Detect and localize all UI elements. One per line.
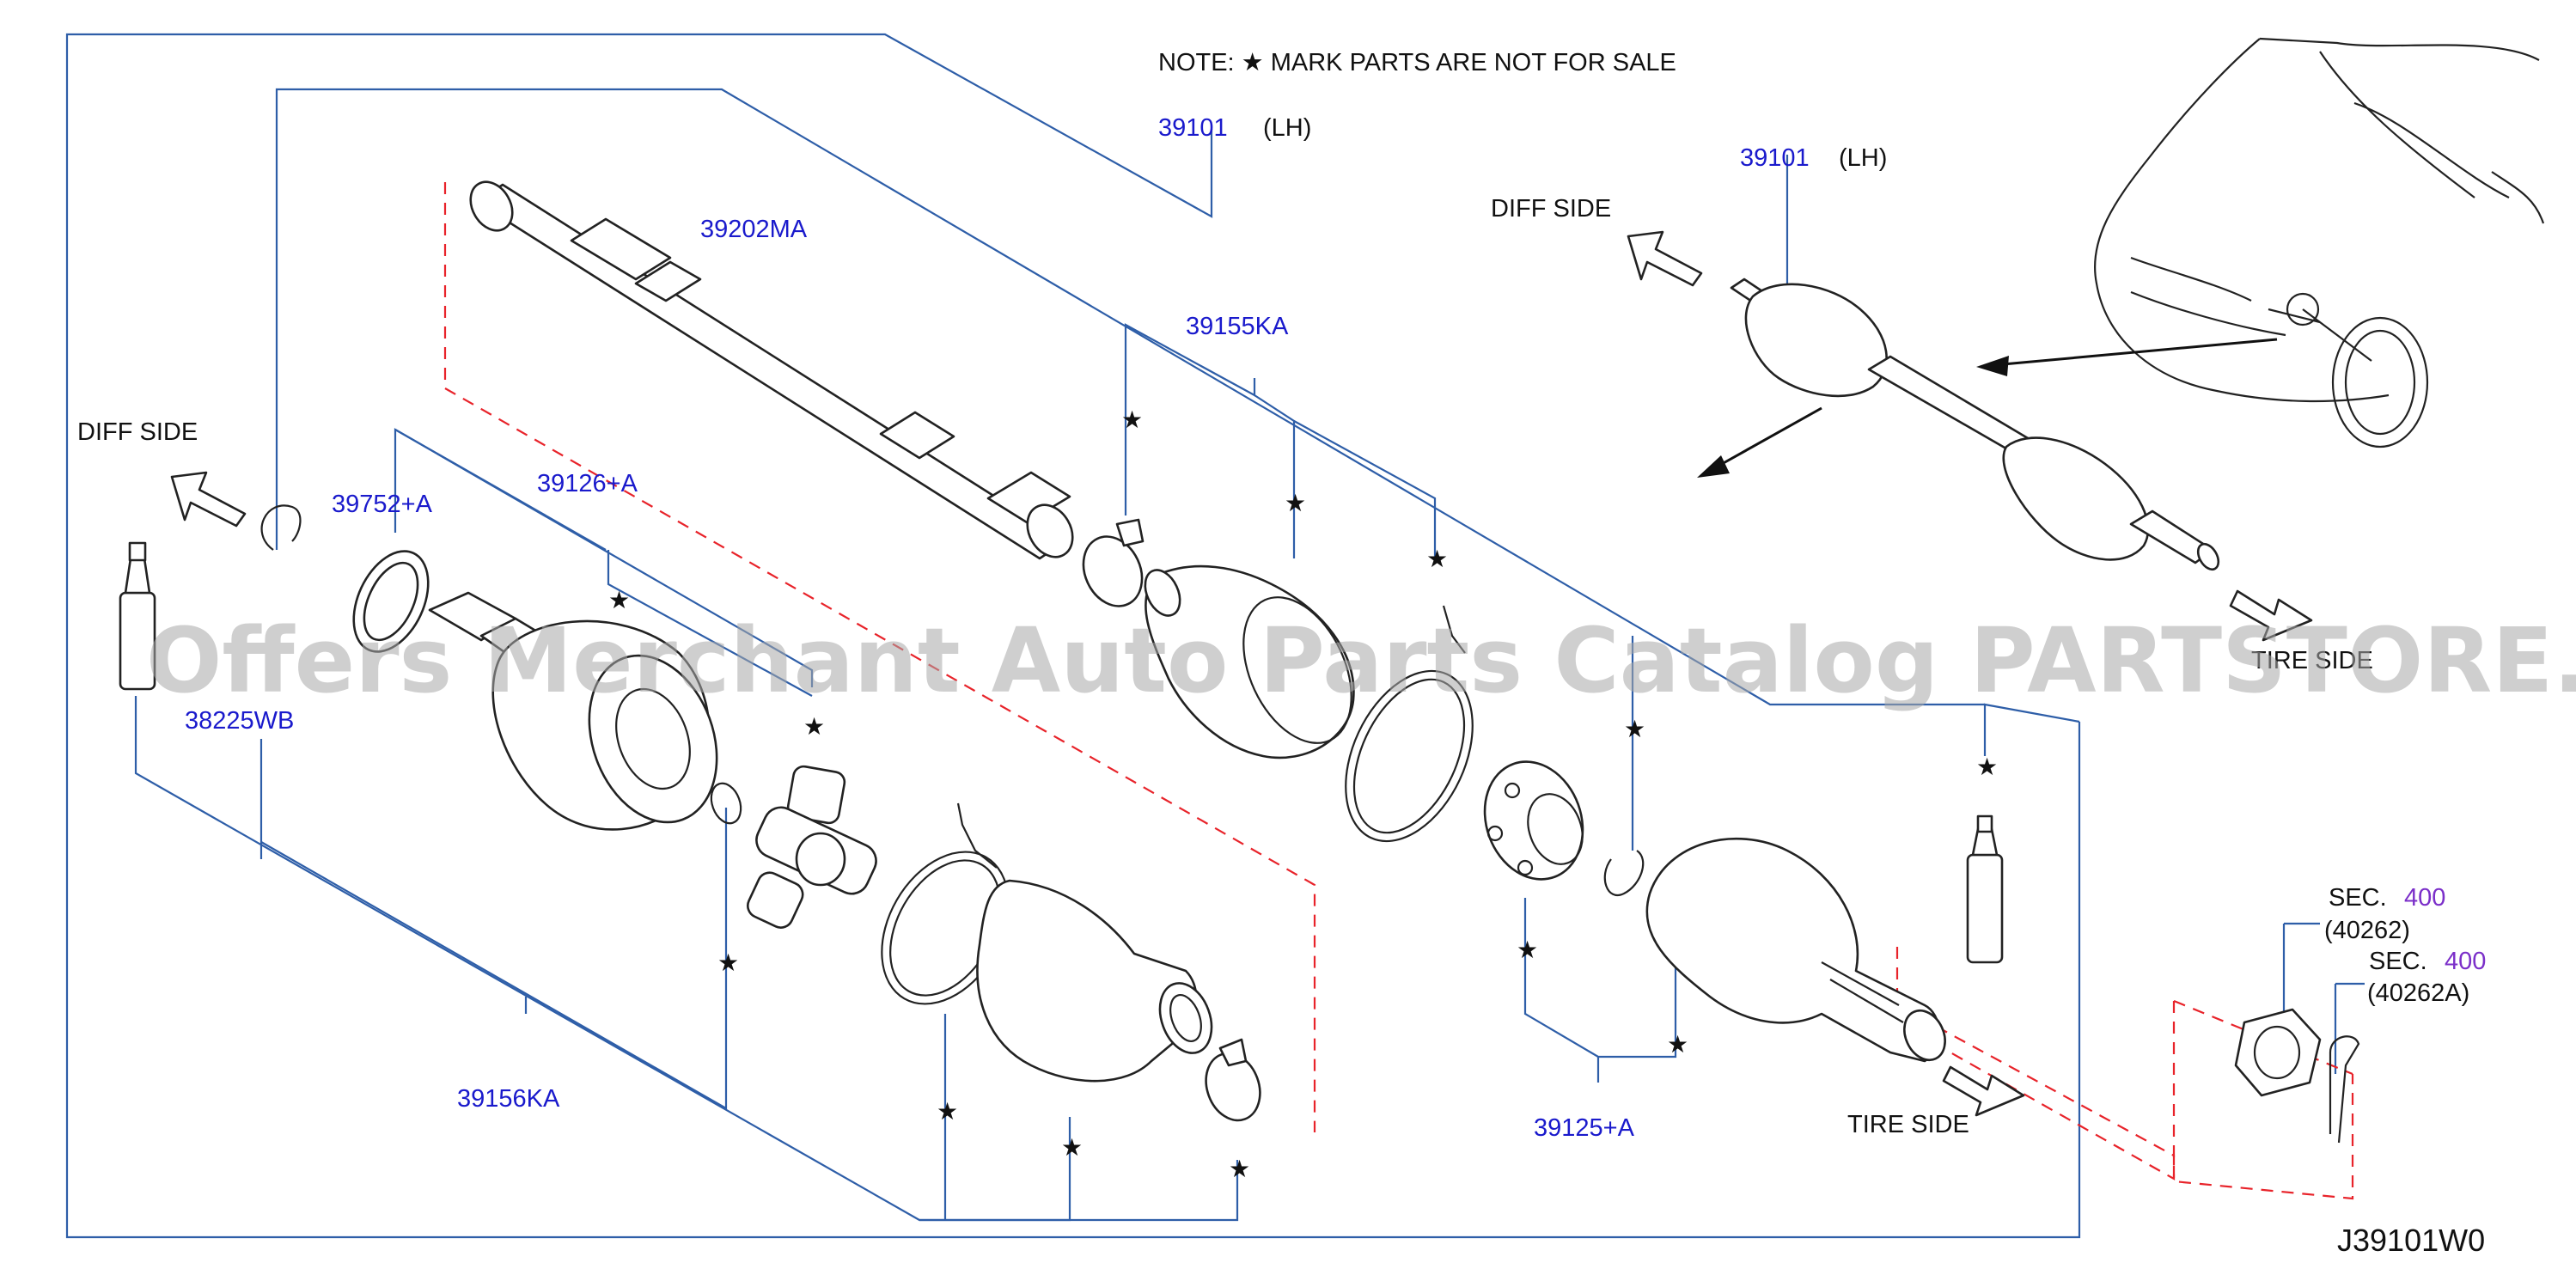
sec-2-code: (40262A) [2367,979,2469,1007]
star-mark: ★ [1285,490,1306,516]
cotter-pin[interactable] [2329,1035,2360,1144]
tire-side-arrow-right [2229,589,2313,642]
stars: ★ ★ ★ ★ ★ ★ ★ ★ ★ ★ ★ ★ ★ [608,406,1998,1182]
diff-side-arrow-right [1627,230,1703,287]
sec-1-code: (40262) [2324,917,2410,944]
lh-top-label: (LH) [1263,114,1311,142]
tire-side-arrow-bottom [1942,1065,2025,1117]
part-39126A[interactable]: 39126+A [537,470,638,497]
tire-side-right-label: TIRE SIDE [2251,647,2373,674]
sec-2-prefix: SEC. [2369,948,2427,975]
boot-band-inner-small[interactable] [1197,1038,1269,1128]
sec-2-number[interactable]: 400 [2445,948,2486,975]
star-mark: ★ [803,713,825,740]
star-mark: ★ [1624,716,1645,742]
star-mark: ★ [1517,936,1538,963]
part-39101-top[interactable]: 39101 [1158,114,1228,142]
outer-boot[interactable] [1138,564,1373,760]
grease-tube-right[interactable] [1966,814,2004,964]
diff-side-arrow-left [170,471,247,528]
note-text: NOTE: ★ MARK PARTS ARE NOT FOR SALE [1158,49,1676,76]
intermediate-shaft[interactable] [462,174,1082,565]
star-mark: ★ [1229,1156,1250,1182]
part-38225WB[interactable]: 38225WB [185,707,294,735]
star-mark: ★ [1061,1134,1083,1161]
outer-joint[interactable] [1645,837,1953,1066]
circlip-left[interactable] [260,504,302,551]
phantom-lines [443,182,2354,1200]
star-mark: ★ [608,587,630,613]
seal-ring[interactable] [339,540,443,664]
sec-1-number[interactable]: 400 [2404,884,2445,912]
inner-race[interactable] [1468,747,1598,893]
boot-band-outer-small[interactable] [1072,518,1153,616]
part-39156KA[interactable]: 39156KA [457,1085,560,1113]
circlip-right[interactable] [1603,850,1645,897]
sec-1-prefix: SEC. [2329,884,2387,912]
part-39125A[interactable]: 39125+A [1534,1114,1635,1142]
diff-side-right-label: DIFF SIDE [1491,195,1611,223]
star-mark: ★ [937,1098,958,1125]
star-mark: ★ [1976,753,1998,780]
grease-tube-left[interactable] [119,541,156,691]
star-mark: ★ [1426,546,1448,572]
tire-side-bottom-label: TIRE SIDE [1847,1111,1969,1138]
star-mark: ★ [1121,406,1143,433]
assembled-drive-shaft[interactable] [1730,278,2223,573]
part-39202MA[interactable]: 39202MA [700,216,808,243]
tripod-spider[interactable] [744,765,882,931]
lh-right-label: (LH) [1839,144,1887,172]
star-mark: ★ [717,949,739,976]
inner-boot[interactable] [976,879,1221,1083]
locator-arrows [1697,338,2278,478]
boot-band-outer-large[interactable] [1321,605,1499,862]
group-frame-lines [65,33,2365,1239]
part-39155KA[interactable]: 39155KA [1186,313,1289,340]
snap-ring-small[interactable] [706,779,746,827]
part-39101-right[interactable]: 39101 [1740,144,1810,172]
part-39752A[interactable]: 39752+A [332,491,433,518]
diagram-code: J39101W0 [2337,1223,2485,1258]
star-mark: ★ [1667,1031,1688,1058]
watermark-text: Offers Merchant Auto Parts Catalog PARTS… [146,608,2576,713]
joint-housing[interactable] [428,591,739,840]
diff-side-left-label: DIFF SIDE [77,418,198,446]
hub-nut[interactable] [2234,1008,2322,1097]
vehicle-outline [2093,37,2545,448]
